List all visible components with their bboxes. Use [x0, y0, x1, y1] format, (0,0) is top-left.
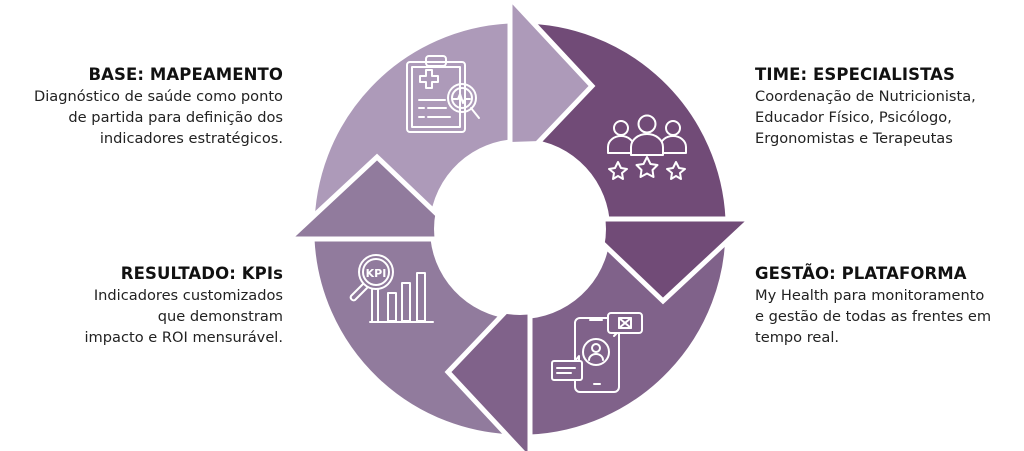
step-gestao-line: e gestão de todas as frentes em — [755, 308, 992, 325]
step-base-line: indicadores estratégicos. — [99, 130, 283, 147]
step-resultado-line: impacto e ROI mensurável. — [84, 329, 283, 346]
step-resultado-title: RESULTADO: KPIs — [120, 264, 283, 283]
step-resultado: RESULTADO: KPIs Indicadores customizados… — [84, 263, 283, 348]
arrow-head-resultado — [282, 153, 470, 242]
step-time: TIME: ESPECIALISTAS Coordenação de Nutri… — [755, 64, 976, 149]
center-hole — [434, 143, 606, 315]
step-resultado-line: que demonstram — [157, 308, 283, 325]
step-base: BASE: MAPEAMENTO Diagnóstico de saúde co… — [34, 64, 283, 149]
step-time-title: TIME: ESPECIALISTAS — [755, 65, 956, 84]
step-base-title: BASE: MAPEAMENTO — [88, 65, 283, 84]
step-base-line: Diagnóstico de saúde como ponto — [33, 88, 283, 105]
clipboard-health-search-icon — [406, 55, 480, 133]
step-gestao-title: GESTÃO: PLATAFORMA — [755, 264, 967, 283]
mobile-app-chat-icon — [551, 312, 643, 393]
kpi-chart-search-icon: KPI — [349, 254, 434, 323]
step-base-line: de partida para definição dos — [68, 109, 283, 126]
team-rating-stars-icon — [607, 114, 687, 180]
step-time-line: Educador Físico, Psicólogo, — [755, 109, 952, 126]
step-time-line: Coordenação de Nutricionista, — [755, 88, 976, 105]
kpi-icon-label: KPI — [366, 267, 387, 280]
step-resultado-line: Indicadores customizados — [93, 287, 283, 304]
step-gestao: GESTÃO: PLATAFORMA My Health para monito… — [755, 263, 991, 348]
step-gestao-line: tempo real. — [755, 329, 840, 346]
step-time-line: Ergonomistas e Terapeutas — [755, 130, 953, 147]
step-gestao-line: My Health para monitoramento — [755, 287, 985, 304]
